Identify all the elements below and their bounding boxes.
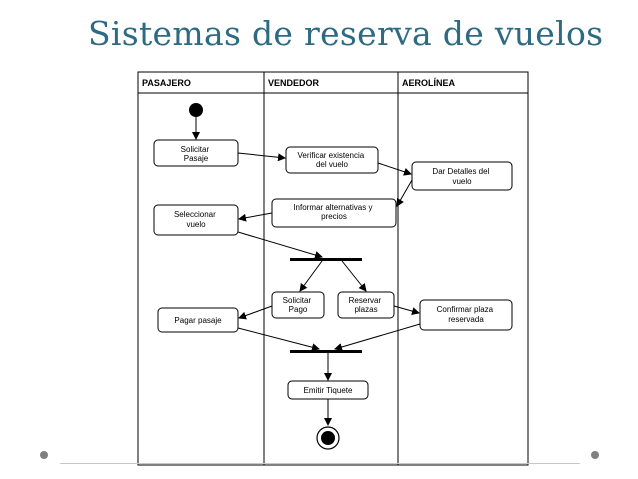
activity-seleccionar-vuelo-line-1: Seleccionar — [174, 210, 216, 219]
fork-bar — [290, 258, 362, 261]
lane-header-vendedor: VENDEDOR — [268, 78, 320, 88]
activity-verificar-existencia-line-2: del vuelo — [316, 160, 349, 169]
activity-emitir-tiquete-line-1: Emitir Tiquete — [304, 386, 353, 395]
activity-confirmar-plaza — [419, 299, 513, 331]
activity-informar-alternativas-label: Informar alternativas y precios — [293, 203, 374, 221]
activity-dar-detalles-label: Dar Detalles del vuelo — [432, 167, 491, 186]
activity-solicitar-pago-line-2: Pago — [289, 305, 308, 314]
bottom-rule — [60, 463, 580, 464]
activity-reservar-plazas-line-1: Reservar — [349, 296, 382, 305]
initial-node — [189, 103, 203, 117]
activity-verificar-existencia-line-1: Verificar existencia — [298, 151, 365, 160]
lane-header-pasajero: PASAJERO — [142, 78, 191, 88]
activity-solicitar-pago — [271, 291, 325, 319]
transition-fork-to-solicitar-pago — [299, 260, 323, 292]
activity-solicitar-pago-label: Solicitar Pago — [283, 296, 314, 314]
activity-seleccionar-vuelo-line-2: vuelo — [186, 220, 206, 229]
activity-solicitar-pasaje-line-2: Pasaje — [184, 154, 209, 163]
activity-dar-detalles-line-1: Dar Detalles del — [432, 167, 489, 176]
activity-pagar-pasaje-line-1: Pagar pasaje — [174, 316, 222, 325]
diagram-border — [137, 71, 529, 466]
transition-reservar-plazas-to-confirmar — [393, 305, 420, 315]
transition-fork-to-reservar-plazas — [341, 260, 367, 292]
activity-dar-detalles-line-2: vuelo — [452, 177, 472, 186]
lane-header-aerolinea: AEROLÍNEA — [402, 78, 456, 88]
transition-solicitar-pago-to-pagar-pasaje — [238, 305, 273, 320]
activity-solicitar-pasaje-line-1: Solicitar — [181, 145, 210, 154]
transition-verificar-to-dar-detalles — [377, 162, 412, 176]
nav-dot-right — [591, 451, 599, 459]
transition-solicitar-pasaje-to-verificar — [237, 152, 286, 162]
activity-seleccionar-vuelo-label: Seleccionar vuelo — [174, 210, 218, 229]
final-node-core — [321, 431, 335, 445]
activity-confirmar-plaza-label: Confirmar plaza reservada — [437, 305, 496, 324]
activity-reservar-plazas-label: Reservar plazas — [349, 296, 384, 314]
transition-informar-to-seleccionar — [238, 212, 273, 222]
activity-reservar-plazas-line-2: plazas — [354, 305, 377, 314]
activity-verificar-existencia — [285, 146, 379, 174]
activity-seleccionar-vuelo — [153, 204, 239, 236]
activity-verificar-existencia-label: Verificar existencia del vuelo — [298, 151, 367, 169]
activity-informar-alternativas-line-1: Informar alternativas y — [293, 203, 372, 212]
activity-pagar-pasaje — [157, 307, 239, 333]
transition-pagar-pasaje-to-join — [237, 327, 320, 352]
activity-solicitar-pago-line-1: Solicitar — [283, 296, 312, 305]
transition-confirmar-to-join — [334, 323, 421, 351]
activity-confirmar-plaza-line-1: Confirmar plaza — [437, 305, 494, 314]
activity-pagar-pasaje-label: Pagar pasaje — [174, 316, 222, 325]
activity-emitir-tiquete-label: Emitir Tiquete — [304, 386, 353, 395]
activity-confirmar-plaza-line-2: reservada — [448, 315, 484, 324]
join-bar — [290, 350, 362, 353]
swimlane-frame — [137, 71, 529, 466]
activity-dar-detalles — [411, 161, 513, 191]
activity-reservar-plazas — [337, 291, 395, 319]
activity-informar-alternativas-line-2: precios — [321, 212, 347, 221]
nav-dot-left — [40, 451, 48, 459]
transition-seleccionar-to-fork — [237, 231, 323, 259]
activity-solicitar-pasaje-label: Solicitar Pasaje — [181, 145, 212, 163]
slide-title: Sistemas de reserva de vuelos — [88, 14, 604, 53]
transition-dar-detalles-to-informar — [396, 179, 413, 207]
